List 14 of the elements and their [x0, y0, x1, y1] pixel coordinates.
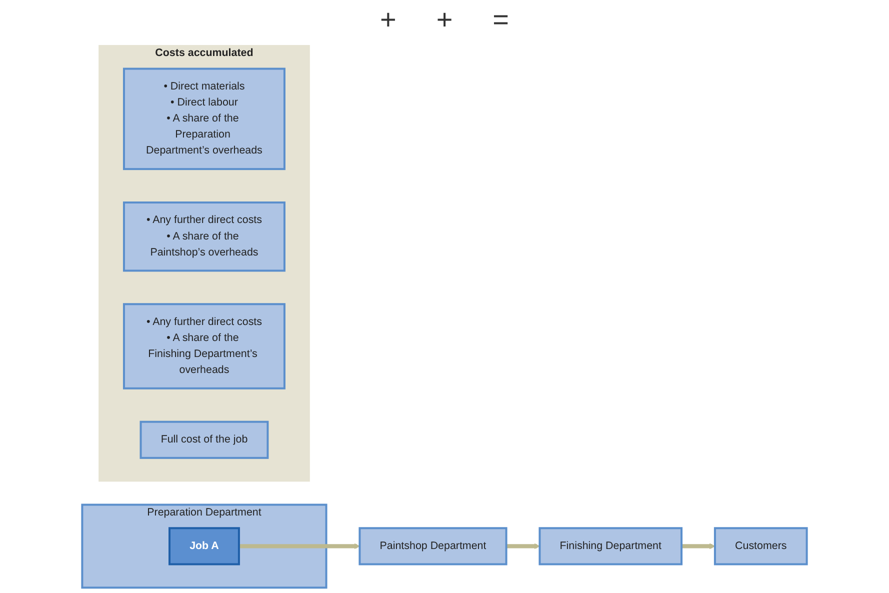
operator-sign: + — [380, 4, 396, 36]
node-box: Paintshop Department — [358, 527, 508, 566]
arrow — [682, 543, 716, 550]
node-box: Customers — [714, 527, 808, 566]
operator-sign: + — [436, 4, 453, 36]
operator-sign: = — [492, 4, 510, 36]
node-box: • Any further direct costs • A share of the Finishing Department’s overheads — [122, 303, 286, 390]
node-box: Finishing Department — [538, 527, 683, 566]
arrow — [238, 543, 360, 550]
node-box: • Any further direct costs • A share of the Paintshop’s overheads — [122, 201, 286, 272]
node-box: Full cost of the job — [140, 420, 269, 459]
node-box: Job A — [168, 527, 240, 566]
node-box: • Direct materials • Direct labour • A share of the Preparation Department’s overheads — [122, 68, 286, 170]
arrow — [506, 543, 540, 550]
